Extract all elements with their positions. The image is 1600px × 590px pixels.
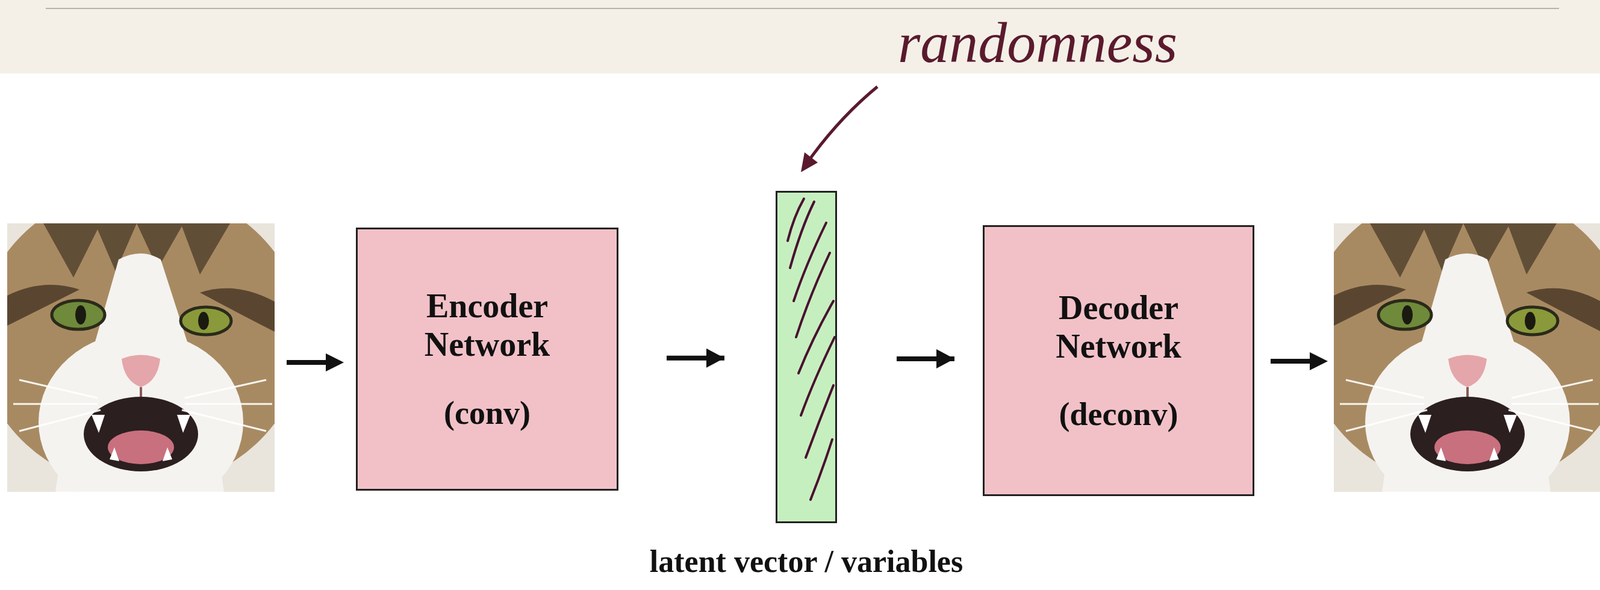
rule-line [45,7,1560,10]
decoder-box: Decoder Network (deconv) [982,225,1255,497]
node-title: Encoder Network [387,286,587,365]
latent-hatching [787,198,835,500]
header-band [0,0,1600,74]
latent-fill [775,190,838,524]
node-title: Decoder Network [1019,288,1219,367]
input-cat-image [0,187,304,513]
node-subtitle: (deconv) [1059,395,1179,433]
flow-arrow [666,355,725,361]
randomness-arrow [800,86,878,173]
flow-arrow [896,356,955,362]
output-arrow [1270,352,1328,371]
node-title: latent vector / variables [649,544,963,579]
node-subtitle: (conv) [443,394,531,432]
latent-vector: latent vector / variables [775,190,838,524]
handwritten-note: randomness [897,10,1178,75]
input-arrow [286,353,344,372]
encoder-box: Encoder Network (conv) [355,227,619,491]
output-cat-image [1304,187,1600,513]
